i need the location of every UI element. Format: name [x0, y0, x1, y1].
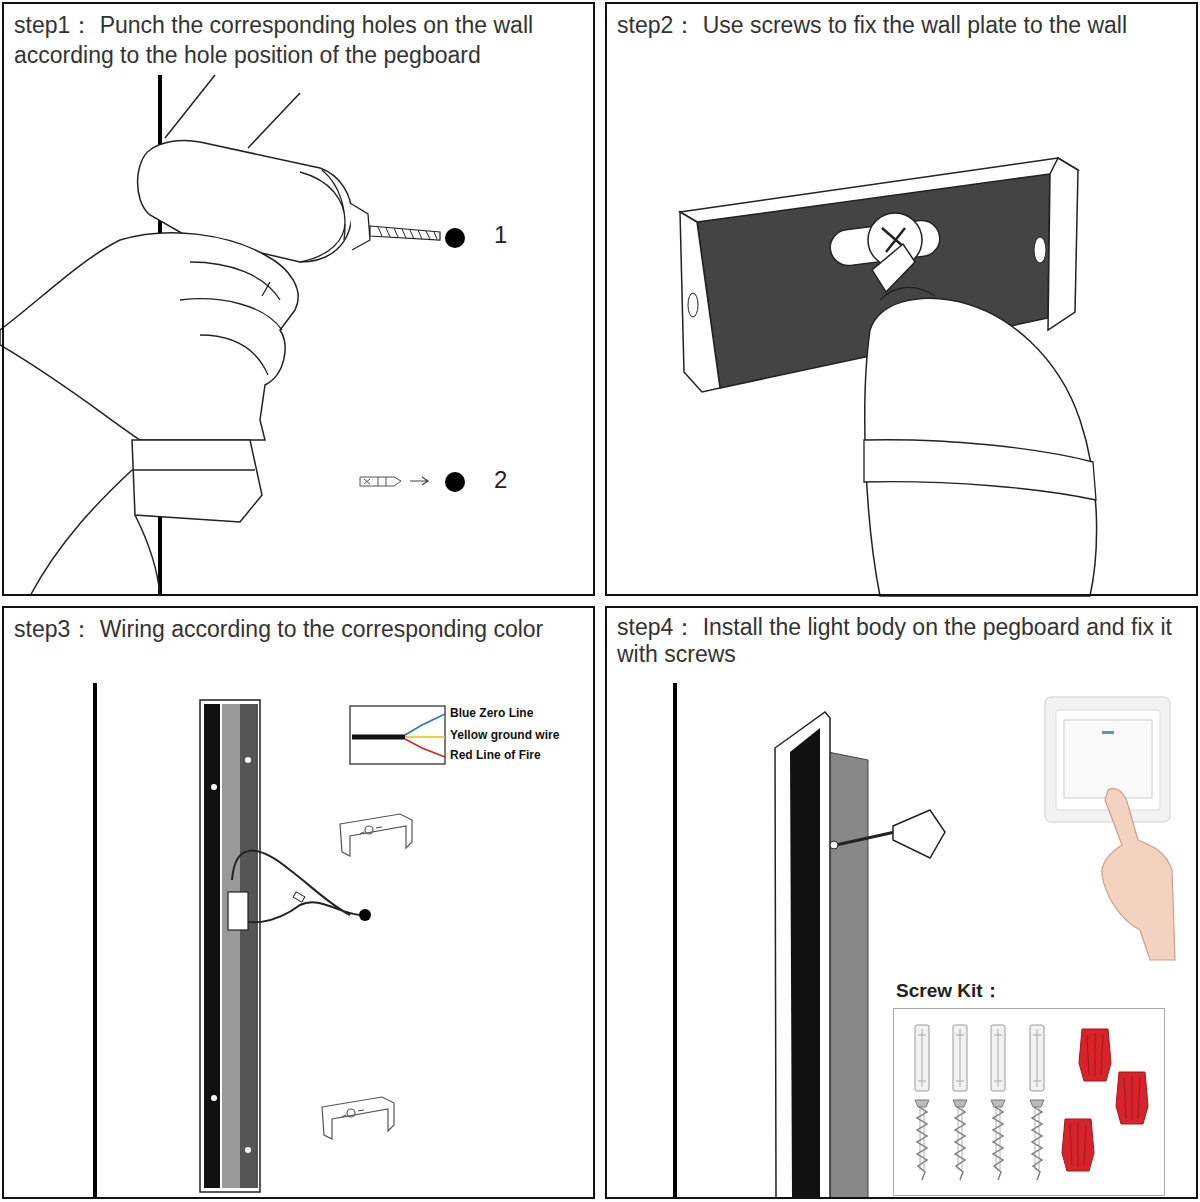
drill-illustration	[0, 75, 465, 596]
legend-text: Blue Zero Line	[450, 706, 533, 720]
light-body	[775, 712, 830, 1198]
wall-line	[93, 683, 97, 1198]
step-panel: step2： Use screws to fix the wall plate …	[605, 2, 1198, 596]
wall-bracket	[340, 814, 412, 856]
step-instruction: step4： Install the light body on the peg…	[617, 614, 1192, 668]
insert-arrow	[410, 477, 428, 485]
callout-number: 1	[494, 221, 507, 249]
screw-kit-parts	[915, 1025, 1148, 1180]
bracket-illustration	[680, 158, 1097, 596]
pointing-hand	[1102, 788, 1175, 960]
wall-line	[673, 683, 677, 1198]
step-panel: step3： Wiring according to the correspon…	[2, 606, 595, 1199]
light-body	[200, 700, 260, 1192]
hole-dot	[445, 228, 465, 248]
hole-dot	[445, 472, 465, 492]
step-instruction: step1： Punch the corresponding holes on …	[14, 10, 589, 70]
wiring-illustration	[95, 683, 445, 1198]
screw-kit-box: Screw Kit：	[893, 1008, 1165, 1196]
legend-box	[350, 706, 445, 764]
screwdriver	[836, 832, 895, 845]
terminal-block	[228, 892, 248, 930]
callout-number: 2	[494, 466, 507, 494]
step-instruction: step3： Wiring according to the correspon…	[14, 614, 574, 644]
wall-bracket	[322, 1097, 394, 1139]
legend-text: Red Line of Fire	[450, 748, 541, 762]
install-illustration	[675, 683, 1175, 1198]
anchor-icon	[360, 477, 401, 486]
legend-text: Yellow ground wire	[450, 728, 559, 742]
wire	[230, 851, 362, 923]
step-panel: step1： Punch the corresponding holes on …	[2, 2, 595, 596]
step-instruction: step2： Use screws to fix the wall plate …	[617, 10, 1192, 40]
kit-heading: Screw Kit：	[896, 979, 1156, 1003]
step-panel: step4： Install the light body on the peg…	[605, 606, 1198, 1199]
